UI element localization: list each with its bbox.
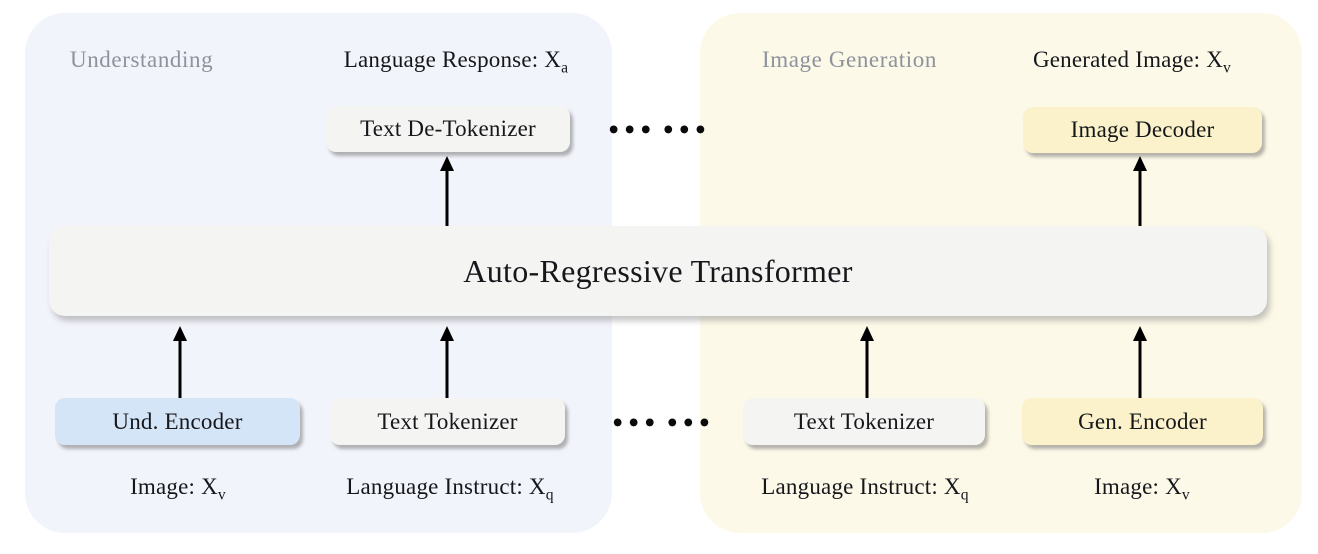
arrowhead-icon	[1133, 326, 1147, 341]
language-instruct-label-right: Language Instruct: Xq	[761, 474, 968, 503]
image-input-label-right: Image: Xv	[1094, 474, 1190, 503]
language-response-label: Language Response: Xa	[343, 47, 568, 76]
text-tokenizer-box-right: Text Tokenizer	[743, 398, 985, 445]
arrowhead-icon	[440, 156, 454, 171]
text-de-tokenizer-box: Text De-Tokenizer	[326, 106, 570, 152]
image-generation-section-title: Image Generation	[762, 47, 937, 72]
arrow-shaft	[445, 167, 449, 226]
arrow-shaft	[178, 337, 182, 398]
arrow-from-gen-encoder	[1132, 326, 1148, 398]
label-text: Language Instruct: X	[761, 474, 961, 499]
label-subscript: v	[217, 486, 226, 504]
box-label: Auto-Regressive Transformer	[463, 252, 853, 289]
arrowhead-icon	[440, 326, 454, 341]
arrow-from-text-tokenizer-left	[439, 326, 455, 398]
arrow-from-text-tokenizer-right	[859, 326, 875, 398]
label-subscript: q	[545, 486, 554, 504]
box-label: Image Decoder	[1070, 117, 1215, 142]
label-text: Image: X	[1094, 474, 1182, 499]
label-subscript: a	[561, 59, 569, 77]
arrowhead-icon	[1133, 156, 1147, 171]
label-subscript: v	[1223, 59, 1232, 77]
box-label: Text Tokenizer	[793, 408, 935, 434]
image-decoder-box: Image Decoder	[1023, 107, 1262, 153]
box-label: Gen. Encoder	[1078, 408, 1207, 434]
arrow-shaft	[445, 337, 449, 398]
image-input-label-left: Image: Xv	[130, 474, 226, 503]
box-label: Text De-Tokenizer	[360, 116, 536, 141]
box-label: Und. Encoder	[112, 408, 243, 434]
label-text: Language Response: X	[343, 47, 562, 72]
ellipsis-dots-top: ••• •••	[606, 118, 710, 144]
label-subscript: q	[960, 486, 969, 504]
label-text: Generated Image: X	[1032, 47, 1224, 72]
gen-encoder-box: Gen. Encoder	[1022, 398, 1263, 445]
arrow-from-und-encoder	[172, 326, 188, 398]
arrow-shaft	[865, 337, 869, 398]
label-subscript: v	[1181, 486, 1190, 504]
understanding-section-title: Understanding	[70, 47, 214, 72]
arrow-to-image-decoder	[1132, 156, 1148, 226]
arrowhead-icon	[173, 326, 187, 341]
und-encoder-box: Und. Encoder	[55, 398, 300, 445]
label-text: Language Instruct: X	[346, 474, 546, 499]
arrowhead-icon	[860, 326, 874, 341]
language-instruct-label-left: Language Instruct: Xq	[346, 474, 553, 503]
auto-regressive-transformer-box: Auto-Regressive Transformer	[49, 226, 1267, 316]
arrow-shaft	[1138, 167, 1142, 226]
label-text: Image: X	[130, 474, 218, 499]
arrow-to-text-de-tokenizer	[439, 156, 455, 226]
ellipsis-dots-bottom: ••• •••	[610, 411, 714, 437]
generated-image-label: Generated Image: Xv	[1032, 47, 1231, 76]
box-label: Text Tokenizer	[377, 408, 518, 434]
text-tokenizer-box-left: Text Tokenizer	[330, 398, 565, 445]
arrow-shaft	[1138, 337, 1142, 398]
